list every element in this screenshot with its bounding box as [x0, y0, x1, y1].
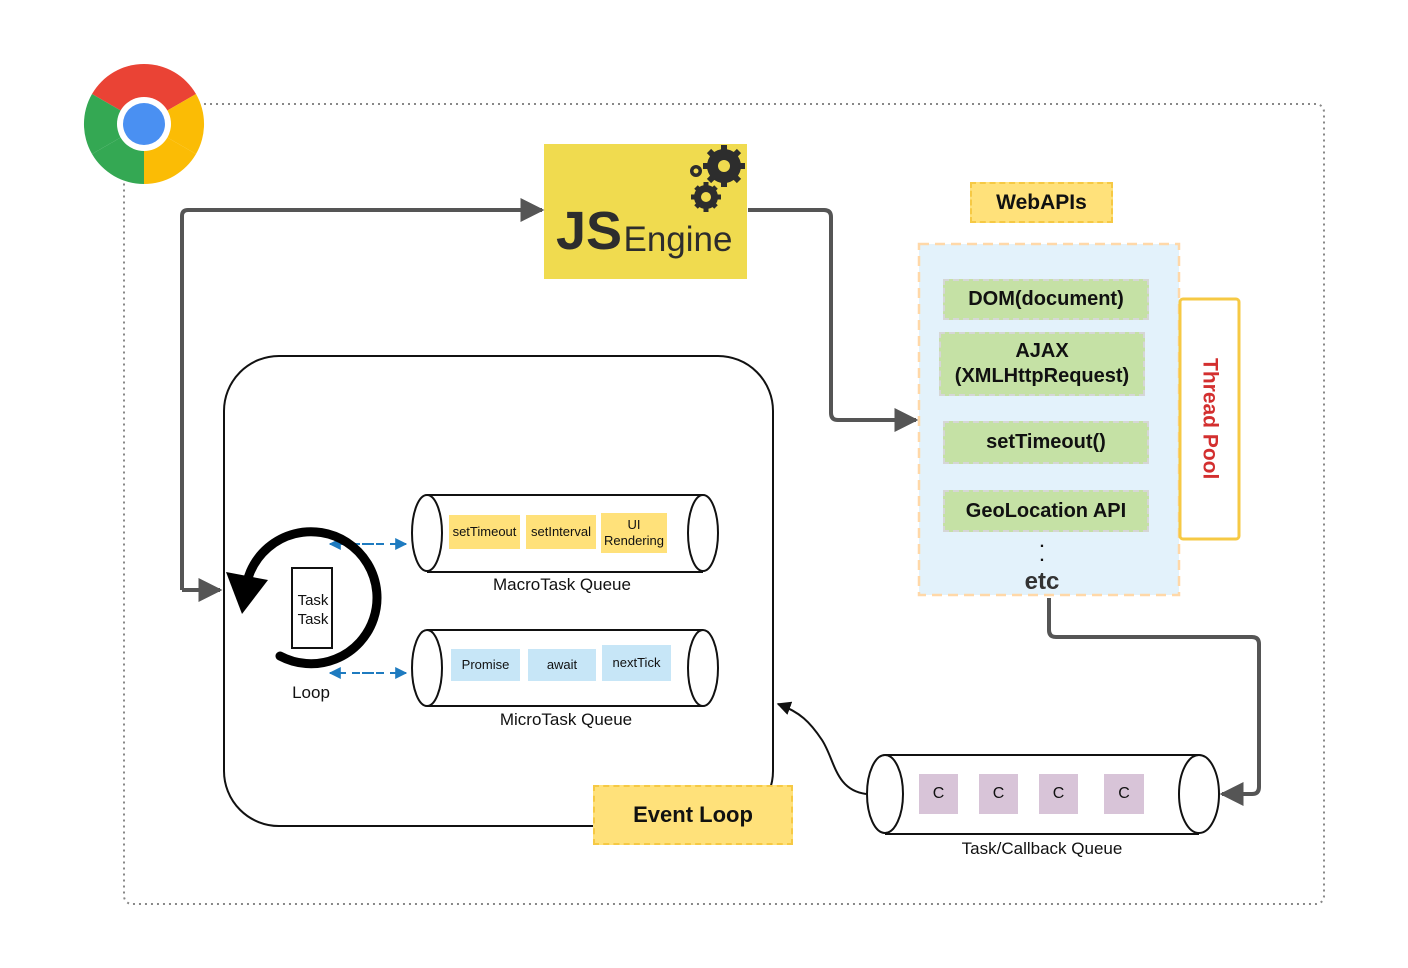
thread-pool-box: [1178, 297, 1241, 541]
callback-to-loop-arrow: [776, 701, 867, 795]
webapis-to-callback-arrow: [1047, 598, 1261, 806]
engine-to-webapis-arrow: [748, 208, 919, 432]
api-dom: DOM(document): [943, 279, 1149, 320]
api-etc: etc: [1024, 568, 1060, 595]
gears-icon: [690, 145, 745, 212]
micro-chip-await: await: [528, 649, 596, 681]
callback-chip-3: C: [1039, 774, 1078, 814]
task-box: [291, 567, 333, 649]
macro-chip-settimeout: setTimeout: [449, 515, 520, 549]
microtask-queue-label: MicroTask Queue: [499, 710, 633, 729]
webapis-title: WebAPIs: [970, 182, 1113, 223]
api-more-dots: . .: [1039, 534, 1045, 565]
callback-queue-label: Task/Callback Queue: [961, 839, 1123, 858]
loop-label: Loop: [292, 683, 330, 702]
micro-chip-promise: Promise: [451, 649, 520, 681]
engine-input-arrow: [180, 198, 545, 590]
callback-chip-2: C: [979, 774, 1018, 814]
js-logo-text: JS: [555, 201, 623, 261]
chrome-logo-icon: [83, 63, 205, 185]
macrotask-queue-label: MacroTask Queue: [493, 575, 631, 594]
callback-chip-1: C: [919, 774, 958, 814]
micro-chip-nexttick: nextTick: [602, 645, 671, 681]
callback-chip-4: C: [1104, 774, 1144, 814]
task-line-2: Task: [297, 610, 329, 628]
macro-chip-setinterval: setInterval: [526, 515, 596, 549]
event-loop-title: Event Loop: [593, 785, 793, 845]
task-line-1: Task: [297, 591, 329, 609]
thread-pool-label: Thread Pool: [1198, 358, 1222, 480]
event-loop-box: [223, 355, 774, 827]
engine-label: Engine: [623, 220, 733, 259]
macro-chip-ui-rendering: UI Rendering: [601, 513, 667, 553]
api-settimeout: setTimeout(): [943, 421, 1149, 464]
loop-arrow-icon: [226, 527, 382, 669]
api-geolocation: GeoLocation API: [943, 490, 1149, 532]
api-ajax: AJAX (XMLHttpRequest): [939, 332, 1145, 396]
